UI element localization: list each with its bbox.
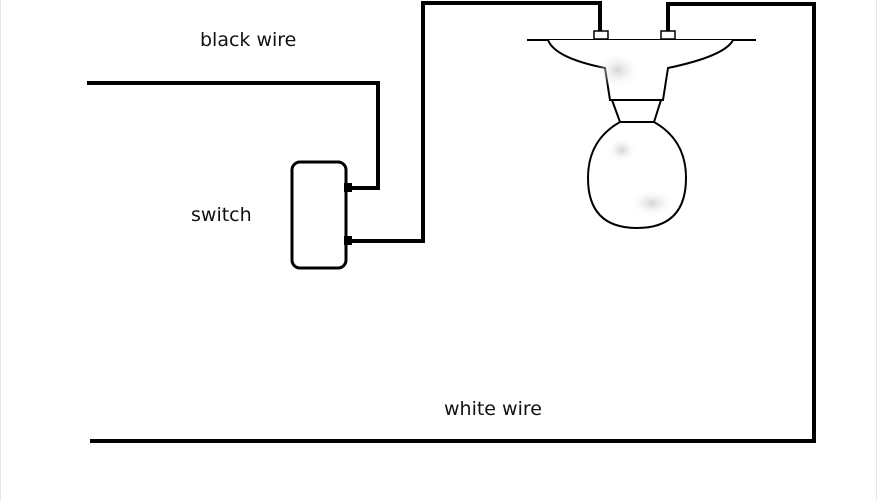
switch-icon [290, 160, 352, 270]
left-border [0, 0, 1, 500]
light-bulb-icon [527, 30, 756, 230]
bulb-return-wire [90, 2, 816, 443]
black-wire-label: black wire [200, 29, 297, 51]
switch-to-bulb-wire [349, 1, 602, 243]
white-wire-label: white wire [444, 398, 542, 420]
black-wire-to-switch [87, 81, 380, 190]
switch-label: switch [191, 204, 252, 226]
